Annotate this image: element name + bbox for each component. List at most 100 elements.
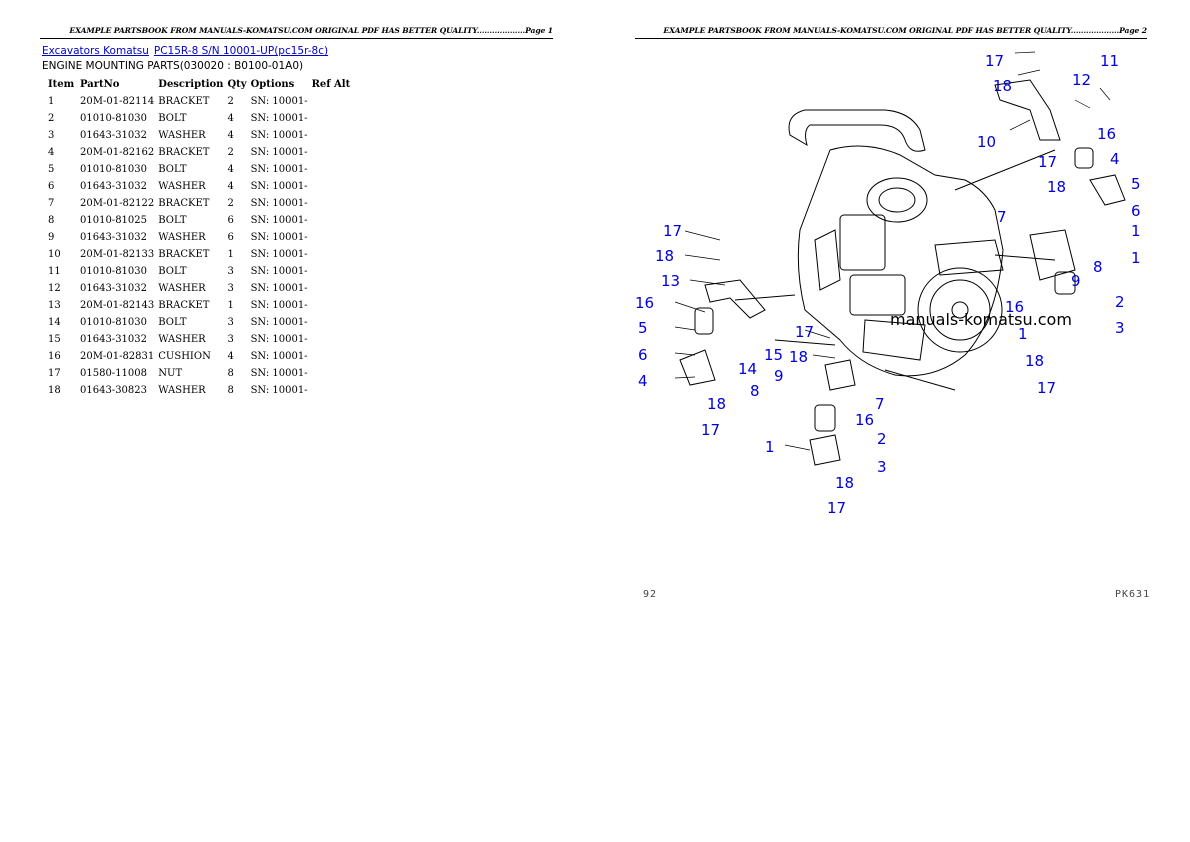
cell-partno: 20M-01-82831: [80, 351, 155, 362]
col-header-options: Options: [250, 79, 295, 90]
col-header-item: Item: [48, 79, 75, 90]
cell-qty: 3: [227, 334, 234, 345]
cell-item: 4: [48, 147, 55, 158]
cell-qty: 2: [227, 147, 234, 158]
callout-label: 17: [795, 323, 814, 341]
cell-options: SN: 10001-: [250, 215, 308, 226]
callout-label: 5: [1131, 175, 1141, 193]
cell-partno: 01643-31032: [80, 232, 148, 243]
mount-parts: [679, 79, 1126, 466]
cell-qty: 3: [227, 317, 234, 328]
cell-item: 9: [48, 232, 55, 243]
callout-label: 11: [1100, 52, 1119, 70]
diagram-drawing: manuals-komatsu.com 17 18 12 11 10 16 17…: [635, 51, 1141, 517]
cell-qty: 4: [227, 181, 234, 192]
cell-qty: 4: [227, 164, 234, 175]
exploded-parts-diagram: manuals-komatsu.com 17 18 12 11 10 16 17…: [635, 40, 1150, 520]
parts-table: Item PartNo Description Qty Options Ref …: [42, 76, 356, 399]
callout-label: 17: [663, 222, 682, 240]
cell-ref-alt: [312, 212, 356, 229]
cell-options: SN: 10001-: [250, 368, 308, 379]
callout-label: 18: [789, 348, 808, 366]
engine-outline: [734, 109, 1056, 391]
cell-item: 16: [48, 351, 61, 362]
cell-qty: 3: [227, 266, 234, 277]
callout-label: 8: [1093, 258, 1103, 276]
callout-label: 12: [1072, 71, 1091, 89]
cell-partno: 20M-01-82143: [80, 300, 155, 311]
cell-item: 17: [48, 368, 61, 379]
breadcrumb-link-category[interactable]: Excavators Komatsu: [42, 45, 149, 57]
callout-label: 2: [877, 430, 887, 448]
cell-qty: 4: [227, 113, 234, 124]
callout-label: 6: [1131, 202, 1141, 220]
callout-labels: 17 18 12 11 10 16 17 18 4 5 6 7 1 8 1 17…: [635, 52, 1141, 517]
callout-label: 2: [1115, 293, 1125, 311]
cell-item: 18: [48, 385, 61, 396]
cell-qty: 3: [227, 283, 234, 294]
cell-options: SN: 10001-: [250, 96, 308, 107]
cell-ref-alt: [312, 110, 356, 127]
cell-item: 14: [48, 317, 61, 328]
cell-item: 7: [48, 198, 55, 209]
cell-options: SN: 10001-: [250, 334, 308, 345]
cell-description: BOLT: [158, 215, 187, 226]
cell-description: WASHER: [158, 334, 206, 345]
callout-label: 8: [750, 382, 760, 400]
cell-item: 11: [48, 266, 61, 277]
breadcrumb-link-model[interactable]: PC15R-8 S/N 10001-UP(pc15r-8c): [153, 45, 329, 57]
callout-label: 16: [855, 411, 874, 429]
callout-label: 9: [774, 367, 784, 385]
cell-options: SN: 10001-: [250, 317, 308, 328]
callout-label: 16: [635, 294, 654, 312]
cell-ref-alt: [312, 331, 356, 348]
cell-qty: 6: [227, 232, 234, 243]
callout-label: 16: [1005, 298, 1024, 316]
cell-description: WASHER: [158, 385, 206, 396]
callout-label: 7: [875, 395, 885, 413]
cell-qty: 8: [227, 385, 234, 396]
cell-ref-alt: [312, 365, 356, 382]
cell-options: SN: 10001-: [250, 164, 308, 175]
callout-label: 4: [1110, 150, 1120, 168]
cell-description: BOLT: [158, 317, 187, 328]
cell-description: BOLT: [158, 164, 187, 175]
cell-item: 10: [48, 249, 61, 260]
cell-options: SN: 10001-: [250, 113, 308, 124]
cell-partno: 01643-31032: [80, 283, 148, 294]
cell-ref-alt: [312, 127, 356, 144]
cell-options: SN: 10001-: [250, 300, 308, 311]
cell-partno: 01010-81030: [80, 164, 148, 175]
callout-label: 13: [661, 272, 680, 290]
cell-description: BRACKET: [158, 300, 210, 311]
cell-ref-alt: [312, 382, 356, 399]
cell-item: 15: [48, 334, 61, 345]
callout-label: 3: [1115, 319, 1125, 337]
cell-item: 1: [48, 96, 55, 107]
cell-qty: 1: [227, 249, 234, 260]
cell-ref-alt: [312, 314, 356, 331]
cell-description: WASHER: [158, 283, 206, 294]
cell-partno: 01010-81030: [80, 113, 148, 124]
cell-description: BOLT: [158, 266, 187, 277]
page-left: EXAMPLE PARTSBOOK FROM MANUALS-KOMATSU.C…: [40, 26, 553, 399]
cell-ref-alt: [312, 263, 356, 280]
cell-description: WASHER: [158, 130, 206, 141]
diagram-code: PK631: [1115, 589, 1151, 600]
header-rule: [635, 38, 1147, 39]
cell-ref-alt: [312, 195, 356, 212]
col-header-partno: PartNo: [80, 79, 120, 90]
cell-options: SN: 10001-: [250, 232, 308, 243]
callout-label: 1: [1018, 325, 1028, 343]
